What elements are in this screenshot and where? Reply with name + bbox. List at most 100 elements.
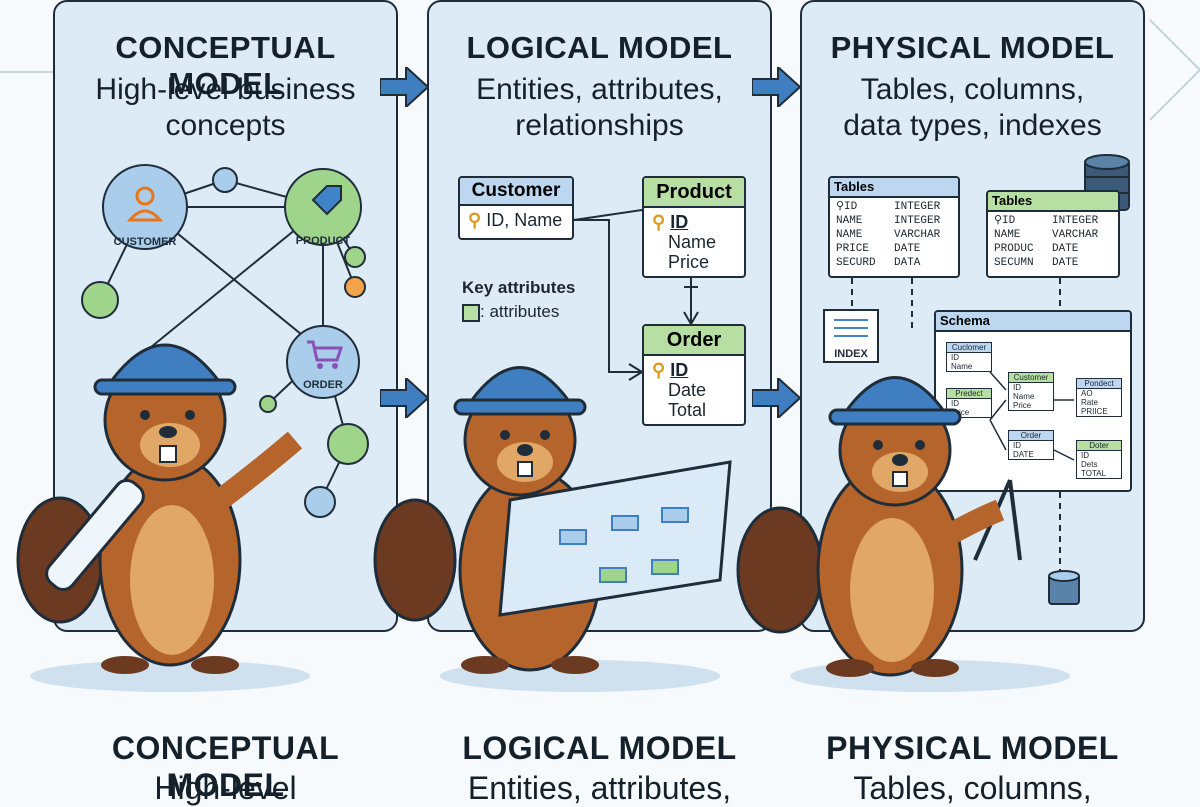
schema-table-name: Predect [947, 389, 991, 399]
product-entity-attr-name: Name [668, 232, 717, 252]
product-node: PRODUCT [284, 168, 362, 247]
legend-item: : attributes [462, 302, 559, 322]
conceptual-subtitle-line1: High-level business [95, 73, 356, 106]
bottom-conceptual-subtitle: High-level [154, 770, 297, 806]
legend-item-label: : attributes [480, 302, 560, 321]
schema-table-name: Cuclomer [947, 343, 991, 353]
arrow-right-icon [752, 378, 800, 418]
physical-table-2-title: Tables [988, 192, 1118, 212]
column-type: DATE [894, 243, 921, 255]
physical-subtitle-line1: Tables, columns, [860, 73, 1085, 106]
product-entity-key: ID [670, 212, 689, 232]
column-type: VARCHAR [894, 229, 941, 241]
customer-entity: Customer ⚲ ID, Name [458, 176, 574, 240]
column-name: NAME [994, 229, 1021, 241]
key-icon: ⚲ [652, 360, 666, 380]
customer-entity-name: Customer [460, 178, 572, 206]
column-name: NAME [836, 229, 863, 241]
column-type: VARCHAR [1052, 229, 1099, 241]
bottom-logical-title: LOGICAL MODEL [462, 730, 737, 766]
table-row: SECUMN DATE [994, 256, 1112, 270]
table-row: NAME INTEGER [836, 214, 952, 228]
key-icon: ⚲ [652, 212, 666, 232]
schema-table-field: Name [951, 362, 973, 371]
schema-table-field: ID [1013, 441, 1021, 450]
schema-table-name: Order [1009, 431, 1053, 441]
schema-table-field: ID [1013, 383, 1021, 392]
schema-table-field: Rate [1081, 398, 1098, 407]
order-entity-name: Order [644, 326, 744, 356]
product-entity-attr-price: Price [668, 252, 710, 272]
column-type: INTEGER [894, 215, 941, 227]
column-name: SECURD [836, 257, 876, 269]
product-node-label: PRODUCT [296, 235, 351, 247]
column-type: DATE [1052, 257, 1079, 269]
customer-entity-attrs: ID, Name [486, 210, 563, 230]
arrow-right-icon [752, 67, 800, 107]
schema-table-field: DATE [1013, 450, 1034, 459]
cart-icon [307, 340, 344, 362]
column-type: INTEGER [1052, 215, 1099, 227]
arrow-right-icon [380, 67, 428, 107]
tag-icon [311, 185, 342, 216]
bottom-logical-subtitle: Entities, attributes, [467, 770, 732, 806]
bottom-physical-title: PHYSICAL MODEL [826, 730, 1119, 766]
conceptual-title: CONCEPTUAL MODEL [115, 30, 336, 101]
schema-table-field: Name [1013, 392, 1035, 401]
logical-subtitle: Entities, attributes, relationships [439, 72, 760, 144]
bottom-physical-subtitle: Tables, columns, [853, 770, 1092, 806]
logical-connectors [573, 209, 699, 381]
customer-node: CUSTOMER [102, 164, 188, 250]
order-node: ORDER [286, 325, 360, 399]
logical-title: LOGICAL MODEL [466, 30, 733, 65]
column-name: SECUMN [994, 257, 1034, 269]
product-entity-name: Product [644, 178, 744, 208]
column-name: PRICE [836, 243, 870, 255]
schema-table-name: Customer [1009, 373, 1053, 383]
product-entity: Product ⚲ ID Name Price [642, 176, 746, 278]
key-icon: ⚲ [468, 210, 482, 230]
order-entity-attr-date: Date [668, 380, 707, 400]
small-database-icon [1048, 570, 1080, 605]
bottom-conceptual-title: CONCEPTUAL MODEL [111, 730, 340, 803]
order-node-label: ORDER [303, 379, 343, 391]
column-type: DATE [1052, 243, 1079, 255]
order-entity: Order ⚲ ID Date Total [642, 324, 746, 426]
schema-table-name: Pondect [1077, 379, 1121, 389]
schema-table-field: ID [951, 399, 959, 408]
physical-model-panel: PHYSICAL MODEL Tables, columns, data typ… [800, 0, 1145, 632]
schema-title: Schema [936, 312, 1130, 332]
order-entity-key: ID [670, 360, 689, 380]
logical-model-panel: LOGICAL MODEL Entities, attributes, rela… [427, 0, 772, 632]
table-row: NAME VARCHAR [994, 228, 1112, 242]
conceptual-model-panel: CONCEPTUAL MODEL High-level business con… [53, 0, 398, 632]
schema-table-field: AO [1081, 389, 1093, 398]
physical-title: PHYSICAL MODEL [830, 30, 1115, 65]
table-row: NAME VARCHAR [836, 228, 952, 242]
schema-table-field: PRIICE [1081, 407, 1108, 416]
column-name: NAME [836, 215, 863, 227]
schema-table-field: Price [951, 408, 970, 417]
index-label: INDEX [834, 348, 868, 360]
column-type: DATA [894, 257, 921, 269]
schema-links [989, 371, 1075, 461]
physical-subtitle: Tables, columns, data types, indexes [812, 72, 1133, 144]
table-row: PRICE DATE [836, 242, 952, 256]
legend-title: Key attributes [462, 278, 576, 297]
order-entity-attr-total: Total [668, 400, 707, 420]
table-row: SECURD DATA [836, 256, 952, 270]
logical-subtitle-line2: relationships [515, 109, 684, 142]
